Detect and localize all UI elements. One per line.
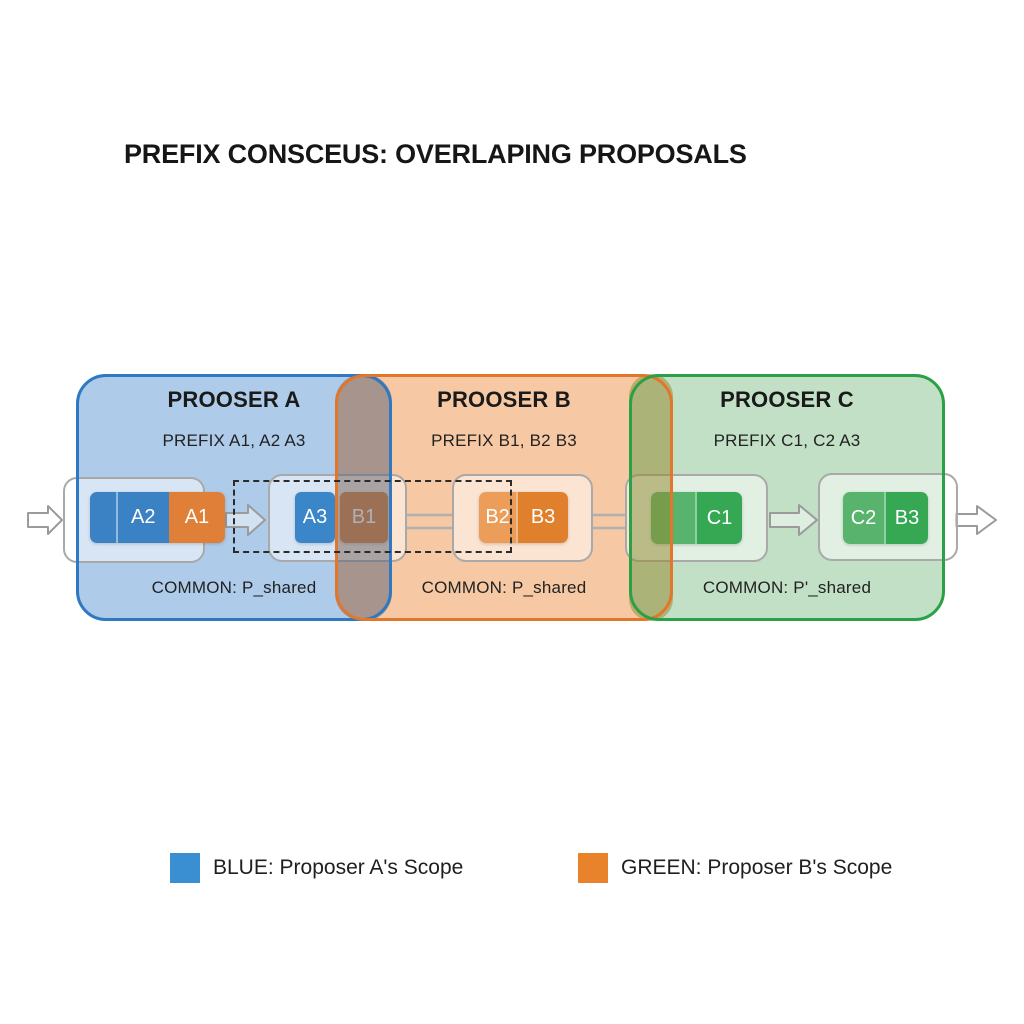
entry-arrow-icon	[27, 505, 63, 535]
chain-node-c2-b3: C2 B3	[843, 492, 928, 544]
node2-label-b1: B1	[340, 492, 388, 543]
node3-label-b3: B3	[516, 492, 568, 543]
orange-swatch-icon	[578, 853, 608, 883]
chain-node-c1: C1	[651, 492, 742, 544]
legend-green-label: GREEN: Proposer B's Scope	[621, 856, 893, 879]
node1-pad-segment	[90, 492, 116, 543]
node2-label-a3: A3	[295, 492, 335, 543]
node4-pad-segment	[651, 492, 696, 544]
node5-label-c2: C2	[843, 492, 885, 544]
chain-node-b1: B1	[340, 492, 388, 543]
node1-label-a2: A2	[115, 492, 169, 543]
node5-label-b3: B3	[884, 492, 928, 544]
node4-label-c1: C1	[695, 492, 742, 544]
legend-blue-label: BLUE: Proposer A's Scope	[213, 856, 464, 879]
blue-swatch-icon	[170, 853, 200, 883]
page-title: PREFIX CONSCEUS: OVERLAPING PROPOSALS	[124, 139, 747, 169]
chain-slot-3	[452, 474, 593, 562]
chain-node-b2-b3: B2 B3	[479, 492, 568, 543]
chain-node-a3: A3	[295, 492, 335, 543]
legend-item-blue: BLUE: Proposer A's Scope	[170, 853, 463, 883]
chain-node-a2-a1: A2 A1	[90, 492, 225, 543]
node1-label-a1: A1	[168, 492, 225, 543]
legend-item-green: GREEN: Proposer B's Scope	[578, 853, 892, 883]
node3-label-b2: B2	[479, 492, 517, 543]
exit-arrow-icon	[955, 505, 997, 535]
